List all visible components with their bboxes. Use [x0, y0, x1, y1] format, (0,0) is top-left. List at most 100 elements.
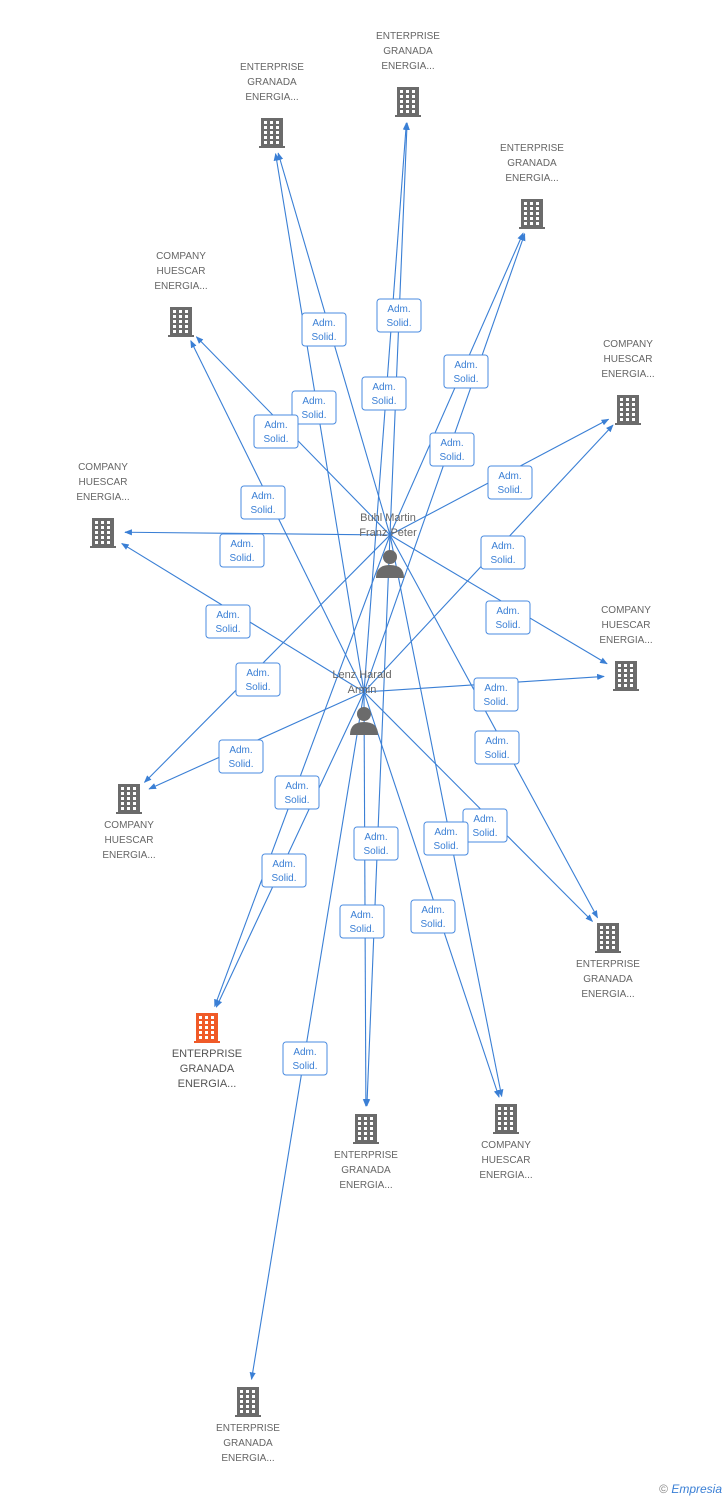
edge-label-lenz-c3[interactable]: Adm.Solid. — [429, 432, 475, 467]
edge-label-buhl-c12[interactable]: Adm.Solid. — [423, 821, 469, 856]
edge-label-text: Solid. — [420, 919, 445, 930]
edge-label-text: Solid. — [363, 846, 388, 857]
company-node-c7[interactable]: COMPANYHUESCARENERGIA... — [599, 605, 653, 691]
company-node-c10[interactable]: ENTERPRISEGRANADAENERGIA... — [172, 1013, 242, 1090]
edge-label-buhl-c11[interactable]: Adm. Solid. — [353, 826, 399, 861]
edge-label-text: Adm. — [216, 610, 239, 621]
edge-label-lenz-c13[interactable]: Adm.Solid. — [282, 1041, 328, 1076]
edge-label-text: Adm. — [293, 1047, 316, 1058]
edge-label-text: Adm. — [246, 668, 269, 679]
company-label: ENTERPRISE — [376, 31, 440, 42]
company-node-c5[interactable]: COMPANYHUESCARENERGIA... — [601, 339, 655, 425]
company-label: COMPANY — [156, 251, 206, 262]
building-icon — [116, 784, 142, 814]
edge-label-lenz-c10[interactable]: Adm.Solid. — [261, 853, 307, 888]
edge-label-lenz-c1[interactable]: Adm. Solid. — [291, 390, 337, 425]
edge-label-buhl-c10[interactable]: Adm.Solid. — [274, 775, 320, 810]
edge-label-lenz-c9[interactable]: Adm. Solid. — [462, 808, 508, 843]
building-icon — [168, 307, 194, 337]
company-node-c2[interactable]: ENTERPRISEGRANADAENERGIA... — [376, 31, 440, 117]
company-node-c4[interactable]: COMPANYHUESCARENERGIA... — [154, 251, 208, 337]
company-label: ENTERPRISE — [334, 1150, 398, 1161]
edge-label-buhl-c4[interactable]: Adm.Solid. — [253, 414, 299, 449]
company-node-c9[interactable]: ENTERPRISEGRANADAENERGIA... — [576, 923, 640, 1000]
edge-label-text: Adm. — [251, 491, 274, 502]
company-label: COMPANY — [601, 605, 651, 616]
edge-label-text: Solid. — [349, 924, 374, 935]
edge-label-text: Adm. — [496, 606, 519, 617]
company-node-c12[interactable]: COMPANYHUESCARENERGIA... — [479, 1104, 533, 1181]
copyright-symbol: © — [659, 1482, 668, 1496]
edge-lenz-c13 — [249, 691, 365, 1381]
edge-label-lenz-c8[interactable]: Adm.Solid. — [218, 739, 264, 774]
company-node-c6[interactable]: COMPANYHUESCARENERGIA... — [76, 462, 130, 548]
person-icon — [350, 707, 378, 735]
edge-label-lenz-c11[interactable]: Adm. Solid. — [339, 904, 385, 939]
building-icon — [595, 923, 621, 953]
person-label: Armin — [348, 684, 377, 696]
edge-label-lenz-c12[interactable]: Adm.Solid. — [410, 899, 456, 934]
building-icon — [395, 87, 421, 117]
edge-label-text: Solid. — [311, 332, 336, 343]
edge-label-buhl-c2[interactable]: Adm.Solid. — [376, 298, 422, 333]
edge-label-text: Adm. — [387, 304, 410, 315]
edge-label-buhl-c6[interactable]: Adm.Solid. — [219, 533, 265, 568]
company-node-c8[interactable]: COMPANYHUESCARENERGIA... — [102, 784, 156, 861]
company-label: GRANADA — [247, 77, 297, 88]
edge-label-text: Adm. — [485, 736, 508, 747]
company-label: GRANADA — [341, 1165, 391, 1176]
edge-label-text: Adm. — [473, 814, 496, 825]
building-icon — [353, 1114, 379, 1144]
edge-label-text: Solid. — [472, 828, 497, 839]
edge-label-text: Adm. — [440, 438, 463, 449]
edge-label-lenz-c5[interactable]: Adm.Solid. — [480, 535, 526, 570]
edge-label-text: Adm. — [302, 396, 325, 407]
building-icon — [519, 199, 545, 229]
building-icon — [613, 661, 639, 691]
edge-label-buhl-c8[interactable]: Adm.Solid. — [235, 662, 281, 697]
company-label: GRANADA — [383, 46, 433, 57]
person-icon — [376, 550, 404, 578]
company-label: COMPANY — [104, 820, 154, 831]
edge-label-text: Adm. — [484, 683, 507, 694]
edge-buhl-c8 — [143, 534, 391, 783]
edge-label-text: Adm. — [350, 910, 373, 921]
edge-label-text: Adm. — [364, 832, 387, 843]
person-label: Buhl Martin — [360, 512, 416, 524]
building-icon — [259, 118, 285, 148]
edge-label-lenz-c6[interactable]: Adm.Solid. — [205, 604, 251, 639]
edge-label-buhl-c7[interactable]: Adm. Solid. — [485, 600, 531, 635]
edge-label-text: Adm. — [229, 745, 252, 756]
building-icon — [235, 1387, 261, 1417]
brand-logo[interactable]: Empresia — [671, 1482, 722, 1496]
edge-label-lenz-c7[interactable]: Adm.Solid. — [473, 677, 519, 712]
edge-label-text: Solid. — [284, 795, 309, 806]
edge-label-text: Solid. — [495, 620, 520, 631]
edge-buhl-c11 — [364, 534, 391, 1107]
building-icon — [194, 1013, 220, 1043]
edge-label-text: Solid. — [453, 374, 478, 385]
edge-label-text: Solid. — [229, 553, 254, 564]
edge-lenz-c9 — [363, 691, 594, 922]
company-label: ENTERPRISE — [576, 959, 640, 970]
edge-label-buhl-c3[interactable]: Adm.Solid. — [443, 354, 489, 389]
edge-lenz-c12 — [363, 691, 500, 1098]
edge-label-lenz-c4[interactable]: Adm.Solid. — [240, 485, 286, 520]
company-node-c11[interactable]: ENTERPRISEGRANADAENERGIA... — [334, 1114, 398, 1191]
company-label: HUESCAR — [482, 1155, 531, 1166]
company-node-c3[interactable]: ENTERPRISEGRANADAENERGIA... — [500, 143, 564, 229]
building-icon — [90, 518, 116, 548]
edge-label-buhl-c5[interactable]: Adm.Solid. — [487, 465, 533, 500]
company-label: ENERGIA... — [581, 989, 634, 1000]
company-label: GRANADA — [507, 158, 557, 169]
company-label: ENERGIA... — [154, 281, 207, 292]
edge-label-lenz-c2[interactable]: Adm.Solid. — [361, 376, 407, 411]
edge-label-buhl-c1[interactable]: Adm.Solid. — [301, 312, 347, 347]
edge-label-buhl-c9[interactable]: Adm.Solid. — [474, 730, 520, 765]
company-node-c1[interactable]: ENTERPRISEGRANADAENERGIA... — [240, 62, 304, 148]
edge-label-text: Solid. — [301, 410, 326, 421]
company-node-c13[interactable]: ENTERPRISEGRANADAENERGIA... — [216, 1387, 280, 1464]
